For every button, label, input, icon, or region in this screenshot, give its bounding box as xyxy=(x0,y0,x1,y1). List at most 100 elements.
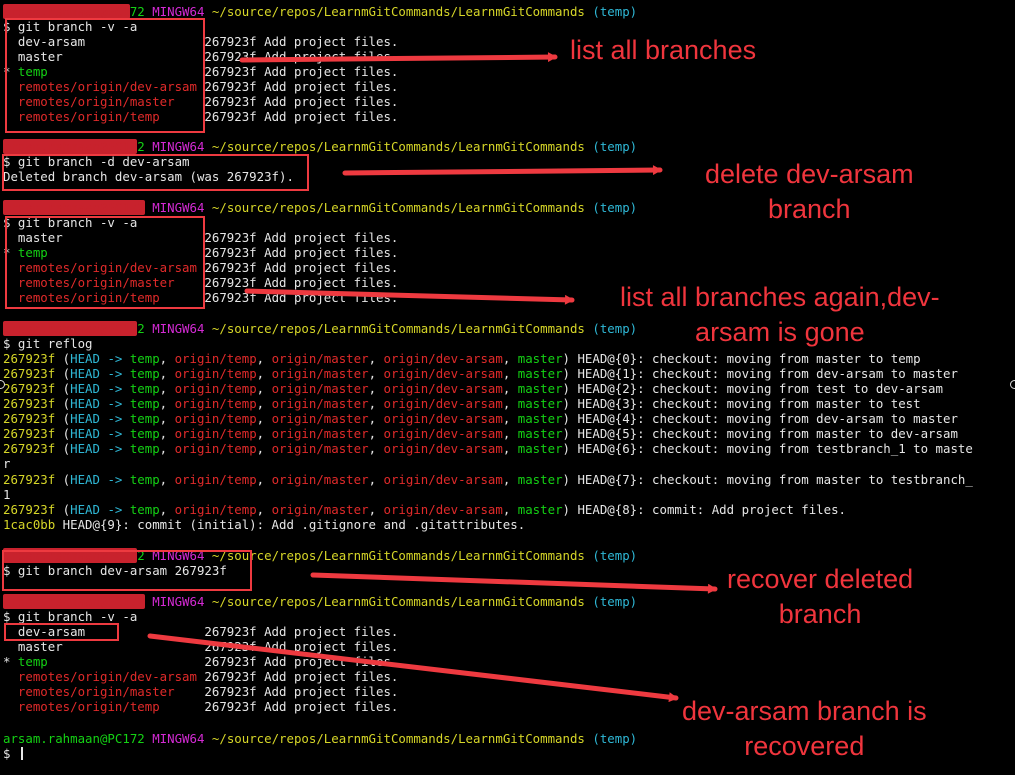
terminal-line: 267923f (HEAD -> temp, origin/temp, orig… xyxy=(3,351,921,366)
terminal-line: * temp 267923f Add project files. xyxy=(3,64,398,79)
terminal-text: master xyxy=(517,381,563,396)
terminal-text: 267923f xyxy=(3,396,56,411)
terminal-line: 267923f (HEAD -> temp, origin/temp, orig… xyxy=(3,472,973,487)
terminal-text: origin/temp xyxy=(174,502,257,517)
terminal-text: temp xyxy=(17,64,48,79)
terminal-text: origin/master xyxy=(271,381,369,396)
terminal-text: HEAD -> xyxy=(70,381,130,396)
terminal-text: master xyxy=(517,502,563,517)
terminal-text: 2 xyxy=(137,321,145,336)
terminal-text: ~/source/repos/LearnmGitCommands/LearnmG… xyxy=(211,321,585,336)
terminal-text: master xyxy=(517,472,563,487)
terminal-text: 2 xyxy=(137,548,145,563)
terminal-text: origin/dev-arsam xyxy=(383,351,503,366)
text-cursor[interactable] xyxy=(20,747,23,760)
terminal-text: origin/master xyxy=(271,351,369,366)
terminal-text: ( xyxy=(55,366,71,381)
terminal-text: ( xyxy=(55,411,71,426)
terminal-line: remotes/origin/dev-arsam 267923f Add pro… xyxy=(3,79,398,94)
terminal-text: HEAD -> xyxy=(70,502,130,517)
terminal-text: dev-arsam 267923f Add project files. xyxy=(3,34,399,49)
terminal-text: , xyxy=(368,502,384,517)
terminal-text: temp xyxy=(129,381,160,396)
highlight-box-delete-command xyxy=(2,154,309,191)
terminal-text: , xyxy=(502,441,518,456)
terminal-text: origin/temp xyxy=(174,472,257,487)
terminal-text: , xyxy=(256,502,272,517)
terminal-text: , xyxy=(502,502,518,517)
terminal-text: MINGW64 xyxy=(152,594,205,609)
terminal-text: HEAD -> xyxy=(70,396,130,411)
terminal-text: ~/source/repos/LearnmGitCommands/LearnmG… xyxy=(211,548,585,563)
terminal-text: HEAD -> xyxy=(70,441,130,456)
terminal-line: r xyxy=(3,456,10,471)
terminal-line: arsam.rahmaan@PC172 MINGW64 ~/source/rep… xyxy=(3,4,637,19)
terminal-text: remotes/origin/master xyxy=(17,94,175,109)
terminal-text: HEAD -> xyxy=(70,366,130,381)
terminal-line: $ git branch -v -a xyxy=(3,609,137,624)
terminal-text: $ git branch -v -a xyxy=(3,609,138,624)
terminal-text: origin/dev-arsam xyxy=(383,441,503,456)
terminal-text: ~/source/repos/LearnmGitCommands/LearnmG… xyxy=(211,594,585,609)
terminal-text: 267923f xyxy=(3,366,56,381)
terminal-text: 267923f xyxy=(3,441,56,456)
window-edge-handle-left[interactable] xyxy=(0,380,5,389)
terminal-text: , xyxy=(256,411,272,426)
terminal-text: master xyxy=(517,366,563,381)
terminal-text: ) HEAD@{7}: checkout: moving from master… xyxy=(562,472,973,487)
terminal-text: 267923f Add project files. xyxy=(159,109,399,124)
terminal-text: , xyxy=(502,472,518,487)
terminal-text: (temp) xyxy=(592,731,638,746)
terminal-text: origin/master xyxy=(271,441,369,456)
terminal-text: 267923f Add project files. xyxy=(174,94,399,109)
terminal-text: origin/dev-arsam xyxy=(383,381,503,396)
terminal-text: ) HEAD@{1}: checkout: moving from dev-ar… xyxy=(562,366,958,381)
terminal-text: , xyxy=(368,426,384,441)
terminal-text: r xyxy=(3,456,11,471)
arrow-list-again xyxy=(244,288,575,305)
terminal-line: $ xyxy=(3,746,23,761)
terminal-text: , xyxy=(368,381,384,396)
highlight-box-recovered-branch xyxy=(4,623,119,641)
terminal-text: ) HEAD@{5}: checkout: moving from master… xyxy=(562,426,958,441)
terminal-line: 1cac0bb HEAD@{9}: commit (initial): Add … xyxy=(3,517,525,532)
terminal-text: 267923f Add project files. xyxy=(196,669,399,684)
terminal-text: 267923f xyxy=(3,426,56,441)
terminal-text: temp xyxy=(17,654,48,669)
terminal-text: , xyxy=(159,472,175,487)
terminal-text: ( xyxy=(55,381,71,396)
redacted-username: arsam.rahmaan@PC17 xyxy=(3,321,138,336)
note-list-again: list all branches again,dev- arsam is go… xyxy=(620,282,940,347)
terminal-line: * temp 267923f Add project files. xyxy=(3,245,398,260)
terminal-line: remotes/origin/master 267923f Add projec… xyxy=(3,94,398,109)
terminal-text: , xyxy=(256,396,272,411)
terminal-text: 267923f xyxy=(3,411,56,426)
terminal-line: 267923f (HEAD -> temp, origin/temp, orig… xyxy=(3,411,958,426)
terminal-text: ~/source/repos/LearnmGitCommands/LearnmG… xyxy=(211,4,585,19)
terminal-line: remotes/origin/temp 267923f Add project … xyxy=(3,109,398,124)
terminal-text: MINGW64 xyxy=(152,321,205,336)
terminal-text: , xyxy=(256,441,272,456)
window-edge-handle-right[interactable] xyxy=(1010,380,1015,389)
terminal-text: MINGW64 xyxy=(152,139,205,154)
terminal-text: origin/master xyxy=(271,396,369,411)
terminal-text: HEAD -> xyxy=(70,426,130,441)
terminal-text: ) HEAD@{0}: checkout: moving from master… xyxy=(562,351,921,366)
terminal-text: master xyxy=(517,396,563,411)
terminal-text: ( xyxy=(55,472,71,487)
terminal-text: , xyxy=(256,381,272,396)
terminal-text: ( xyxy=(55,441,71,456)
terminal-line: remotes/origin/master 267923f Add projec… xyxy=(3,684,398,699)
terminal-text: 1 xyxy=(3,487,11,502)
arrow-list-all xyxy=(239,52,558,63)
terminal-text: , xyxy=(368,411,384,426)
terminal-text: , xyxy=(368,396,384,411)
terminal-text: origin/master xyxy=(271,472,369,487)
terminal-text: origin/temp xyxy=(174,366,257,381)
terminal-text: origin/temp xyxy=(174,441,257,456)
terminal-line: arsam.rahmaan@PC172 MINGW64 ~/source/rep… xyxy=(3,321,637,336)
terminal-text: , xyxy=(368,472,384,487)
terminal-text: $ git branch -d dev-arsam xyxy=(3,154,190,169)
highlight-box-branch-list-again xyxy=(5,216,205,309)
terminal-line: 267923f (HEAD -> temp, origin/temp, orig… xyxy=(3,366,958,381)
